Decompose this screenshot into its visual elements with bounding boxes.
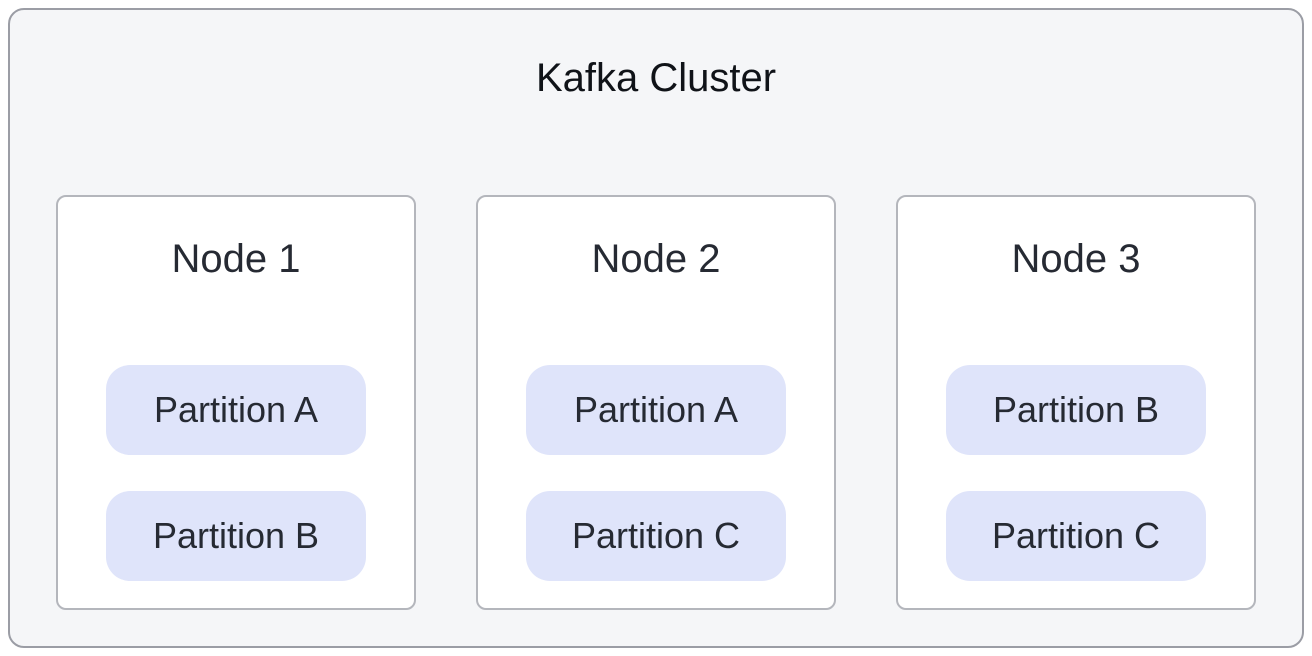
node-title: Node 3 <box>1011 237 1141 281</box>
node-card-1: Node 1 Partition A Partition B <box>56 195 416 610</box>
node-title: Node 1 <box>171 237 301 281</box>
partition-list: Partition A Partition C <box>526 365 786 581</box>
kafka-cluster-panel: Kafka Cluster Node 1 Partition A Partiti… <box>8 8 1304 648</box>
partition-pill: Partition A <box>106 365 366 455</box>
nodes-row: Node 1 Partition A Partition B Node 2 Pa… <box>10 195 1302 610</box>
partition-pill: Partition C <box>946 491 1206 581</box>
node-card-2: Node 2 Partition A Partition C <box>476 195 836 610</box>
partition-list: Partition B Partition C <box>946 365 1206 581</box>
node-card-3: Node 3 Partition B Partition C <box>896 195 1256 610</box>
node-title: Node 2 <box>591 237 721 281</box>
partition-pill: Partition A <box>526 365 786 455</box>
partition-pill: Partition B <box>946 365 1206 455</box>
partition-list: Partition A Partition B <box>106 365 366 581</box>
cluster-title: Kafka Cluster <box>535 56 777 100</box>
partition-pill: Partition B <box>106 491 366 581</box>
partition-pill: Partition C <box>526 491 786 581</box>
